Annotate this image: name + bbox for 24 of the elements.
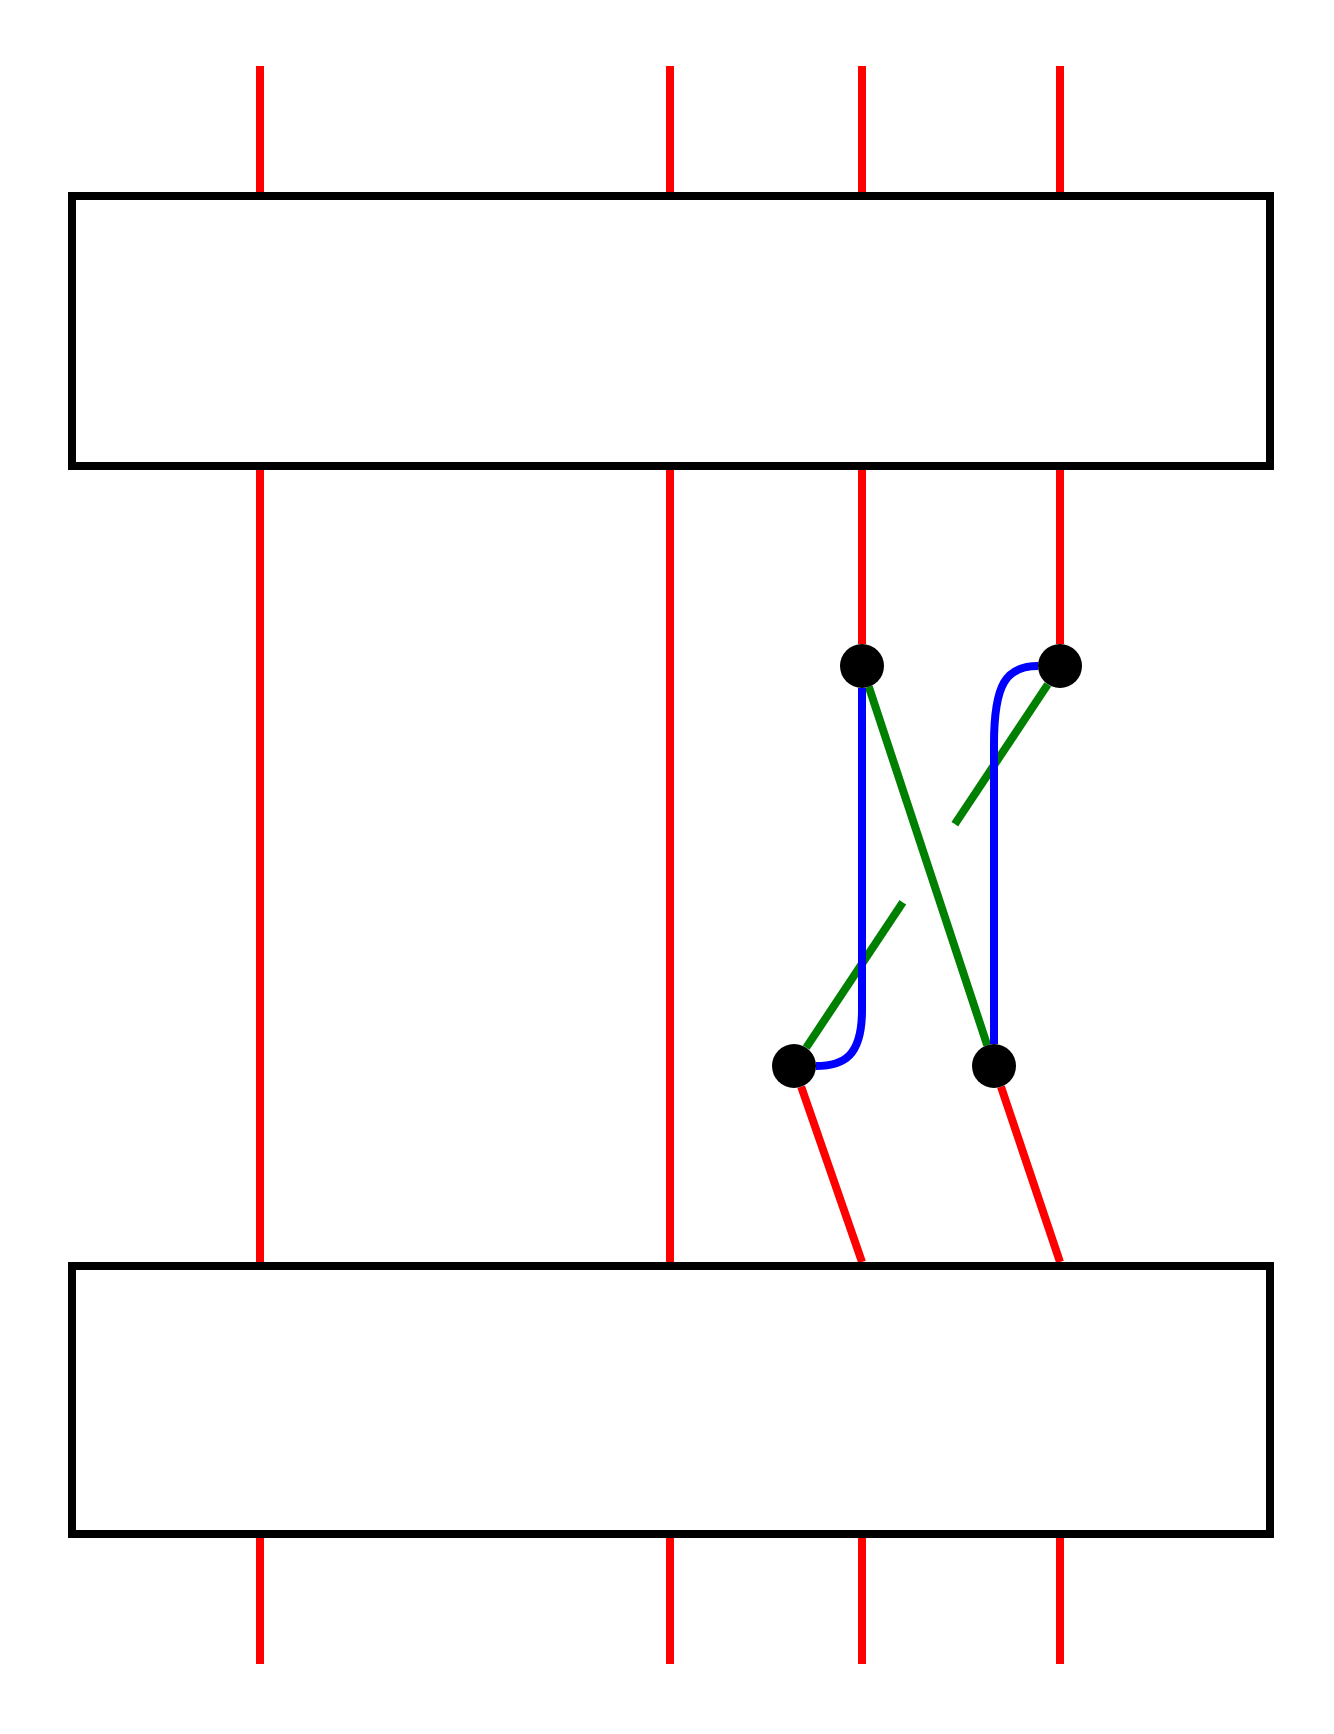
connector-line: [815, 688, 866, 1070]
connector-line: [1056, 470, 1064, 644]
junction-dot: [972, 1044, 1016, 1088]
connector-line: [997, 1085, 1064, 1264]
connector-line: [256, 470, 264, 1262]
connector-line: [797, 1085, 866, 1264]
connector-line: [802, 682, 1052, 1050]
connector-line: [666, 1538, 674, 1664]
connector-line: [256, 1538, 264, 1664]
connector-line: [1056, 66, 1064, 192]
connector-line: [990, 662, 1039, 1044]
connector-line: [256, 66, 264, 192]
connector-line: [858, 66, 866, 192]
junction-dot: [772, 1044, 816, 1088]
block-box: [68, 192, 1274, 470]
block-box: [68, 1262, 1274, 1538]
connector-line: [666, 66, 674, 192]
junction-dot: [1038, 644, 1082, 688]
connector-line: [666, 470, 674, 1262]
connector-line: [858, 470, 866, 644]
connector-line: [858, 1538, 866, 1664]
connector-line: [865, 685, 991, 1047]
junction-dot: [840, 644, 884, 688]
connector-line: [1056, 1538, 1064, 1664]
